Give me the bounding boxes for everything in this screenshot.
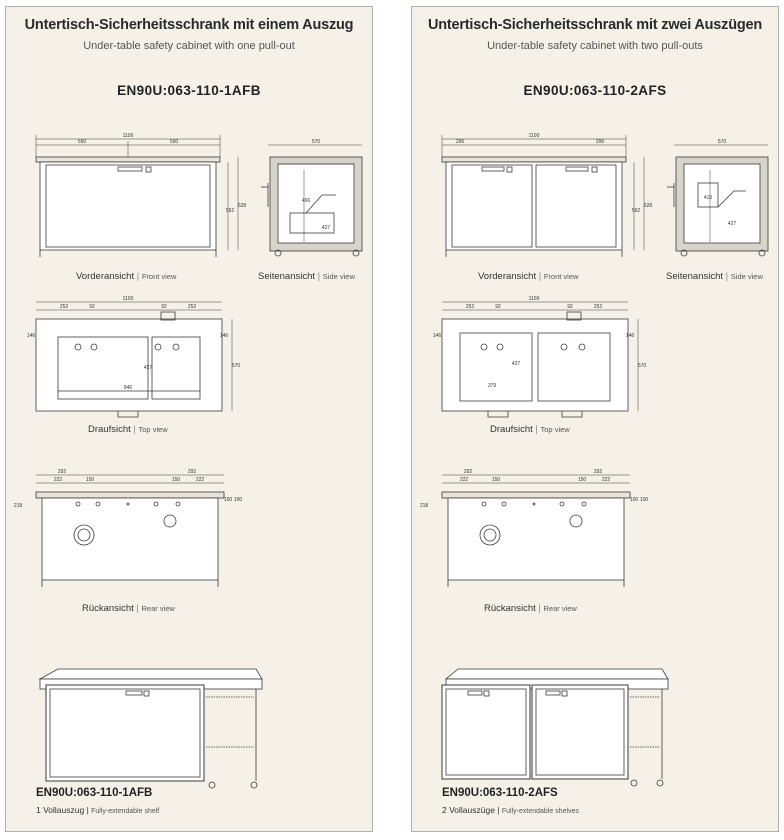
front-view-caption: Vorderansicht | Front view bbox=[478, 271, 579, 282]
technical-drawings: 1100 550 550 562 628 570 466 427 1100 25… bbox=[14, 133, 363, 789]
dim-rear-height-2: 100 bbox=[630, 497, 639, 503]
front-view-caption: Vorderansicht | Front view bbox=[76, 271, 177, 282]
dim-rear-right-2: 150 bbox=[172, 477, 181, 483]
dim-rear-left-2: 222 bbox=[460, 477, 469, 483]
right-panel: Untertisch-Sicherheitsschrank mit zwei A… bbox=[411, 6, 779, 832]
top-view-drawing bbox=[35, 301, 233, 418]
dim-top-inner-depth: 427 bbox=[512, 361, 521, 367]
top-view-drawing bbox=[441, 301, 639, 418]
front-view-drawing bbox=[35, 135, 239, 257]
model-number: EN90U:063-110-2AFS bbox=[523, 83, 667, 98]
dim-rear-right-3: 222 bbox=[196, 477, 205, 483]
top-view-caption: Draufsicht | Top view bbox=[490, 424, 570, 435]
dim-side-inner-height: 410 bbox=[704, 195, 713, 201]
dim-front-height-1: 562 bbox=[632, 208, 641, 214]
technical-drawings: 1100 296 296 562 628 570 410 427 1100 25… bbox=[420, 133, 769, 787]
bottom-description: 2 Vollauszüge | Fully-extendable shelves bbox=[442, 805, 579, 815]
dim-front-half-right: 296 bbox=[596, 139, 605, 145]
dim-side-width: 570 bbox=[718, 139, 727, 145]
dim-rear-left-3: 150 bbox=[86, 477, 95, 483]
model-number: EN90U:063-110-1AFB bbox=[117, 83, 261, 98]
top-view-caption: Draufsicht | Top view bbox=[88, 424, 168, 435]
dim-front-height-2: 628 bbox=[238, 203, 247, 209]
dim-side-width: 570 bbox=[312, 139, 321, 145]
perspective-drawing bbox=[441, 668, 669, 787]
dim-top-right-2: 252 bbox=[594, 304, 603, 310]
rear-view-drawing bbox=[441, 474, 631, 587]
dim-rear-height-1: 218 bbox=[14, 503, 23, 509]
dim-top-depth: 570 bbox=[638, 363, 647, 369]
dim-rear-right-1: 292 bbox=[594, 469, 603, 475]
dim-rear-height-3: 100 bbox=[234, 497, 243, 503]
panel-title: Untertisch-Sicherheitsschrank mit zwei A… bbox=[427, 17, 763, 33]
dim-top-left-1: 252 bbox=[60, 304, 69, 310]
dim-top-left-2: 92 bbox=[89, 304, 95, 310]
dim-rear-right-1: 292 bbox=[188, 469, 197, 475]
dim-side-inner-width: 427 bbox=[322, 225, 331, 231]
dim-rear-right-2: 150 bbox=[578, 477, 587, 483]
bottom-description: 1 Vollauszug | Fully-extendable shelf bbox=[36, 805, 160, 815]
rear-view-caption: Rückansicht | Rear view bbox=[82, 603, 175, 614]
dim-top-left-2: 92 bbox=[495, 304, 501, 310]
dim-top-right-1: 92 bbox=[567, 304, 573, 310]
dim-front-half-right: 550 bbox=[170, 139, 179, 145]
dim-front-half-left: 550 bbox=[78, 139, 87, 145]
rear-view-caption: Rückansicht | Rear view bbox=[484, 603, 577, 614]
left-panel: Untertisch-Sicherheitsschrank mit einem … bbox=[5, 6, 373, 832]
dim-top-side-left: 146 bbox=[27, 333, 36, 339]
dim-top-width: 1100 bbox=[529, 296, 540, 302]
panel-title: Untertisch-Sicherheitsschrank mit einem … bbox=[24, 17, 354, 33]
dim-top-side-right: 146 bbox=[220, 333, 229, 339]
side-view-caption: Seitenansicht | Side view bbox=[258, 271, 355, 282]
dim-top-side-right: 146 bbox=[626, 333, 635, 339]
dim-front-height-1: 562 bbox=[226, 208, 235, 214]
panel-subtitle: Under-table safety cabinet with one pull… bbox=[83, 40, 295, 52]
dim-top-right-2: 252 bbox=[188, 304, 197, 310]
dim-side-inner-width: 427 bbox=[728, 221, 737, 227]
front-view-drawing bbox=[441, 135, 645, 257]
dim-rear-right-3: 222 bbox=[602, 477, 611, 483]
dim-rear-height-2: 100 bbox=[224, 497, 233, 503]
dim-rear-height-1: 218 bbox=[420, 503, 429, 509]
dim-top-right-1: 92 bbox=[161, 304, 167, 310]
dim-front-width: 1100 bbox=[123, 133, 134, 139]
bottom-model-number: EN90U:063-110-2AFS bbox=[442, 787, 558, 799]
dim-rear-left-1: 292 bbox=[464, 469, 473, 475]
dim-rear-height-3: 100 bbox=[640, 497, 649, 503]
dim-top-inner-width: 846 bbox=[124, 385, 133, 391]
dim-rear-left-3: 150 bbox=[492, 477, 501, 483]
dim-rear-left-1: 292 bbox=[58, 469, 67, 475]
dim-top-width: 1100 bbox=[123, 296, 134, 302]
rear-view-drawing bbox=[35, 474, 225, 587]
side-view-caption: Seitenansicht | Side view bbox=[666, 271, 763, 282]
dim-top-inner-width: 379 bbox=[488, 383, 497, 389]
dim-top-side-left: 146 bbox=[433, 333, 442, 339]
bottom-model-number: EN90U:063-110-1AFB bbox=[36, 787, 153, 799]
side-view-drawing bbox=[667, 144, 769, 257]
dim-front-half-left: 296 bbox=[456, 139, 465, 145]
dim-front-width: 1100 bbox=[529, 133, 540, 139]
dim-side-inner-height: 466 bbox=[302, 198, 311, 204]
perspective-drawing bbox=[38, 668, 263, 789]
dim-top-depth: 570 bbox=[232, 363, 241, 369]
dim-top-left-1: 252 bbox=[466, 304, 475, 310]
dim-top-inner-depth: 427 bbox=[144, 365, 153, 371]
dim-rear-left-2: 222 bbox=[54, 477, 63, 483]
side-view-drawing bbox=[261, 144, 363, 257]
panel-subtitle: Under-table safety cabinet with two pull… bbox=[487, 40, 703, 52]
dim-front-height-2: 628 bbox=[644, 203, 653, 209]
